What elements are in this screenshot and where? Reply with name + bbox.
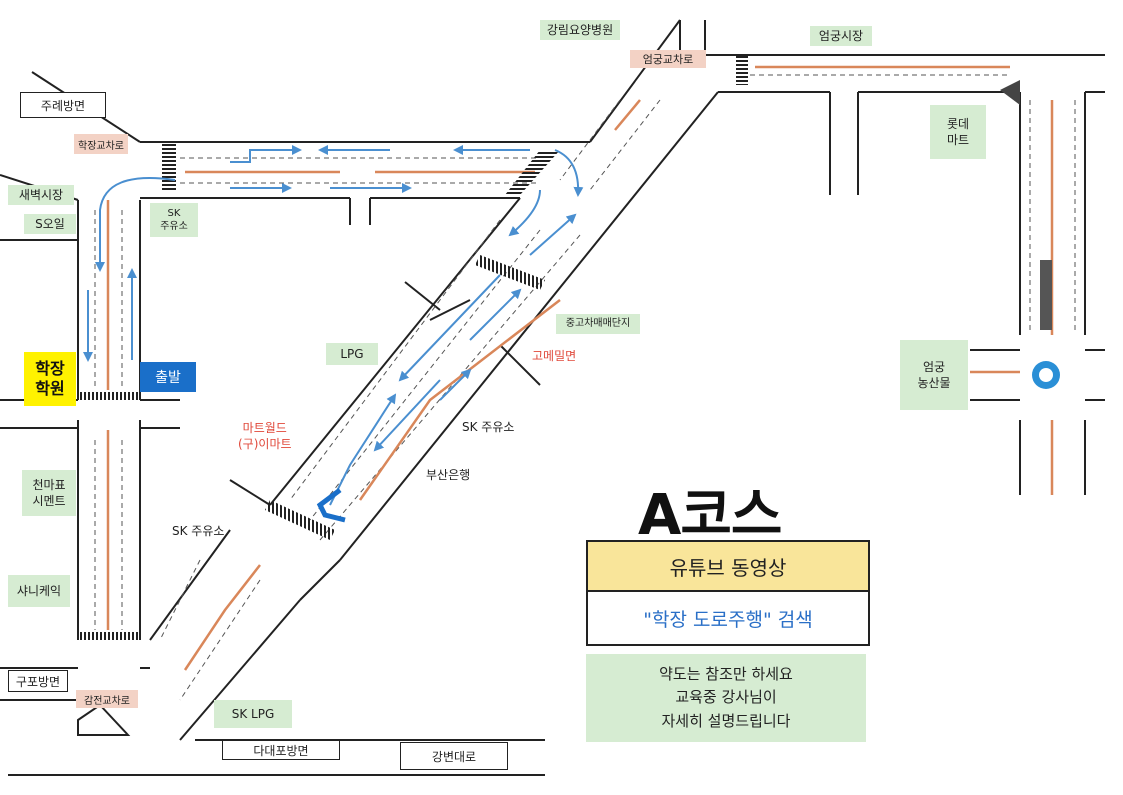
- depart-label: 출발: [140, 362, 196, 392]
- roundabout-icon: [1032, 361, 1060, 389]
- route-arrows: [83, 145, 584, 506]
- sk-top-line-1: SK: [167, 207, 181, 219]
- landmark-saebyeok: 새벽시장: [8, 185, 74, 205]
- farm-line-1: 엄궁: [922, 359, 946, 374]
- martworld-line-1: 마트월드: [242, 421, 287, 435]
- crosswalks: [78, 55, 1052, 640]
- landmark-cheonmapyo: 천마표 시멘트: [22, 470, 76, 516]
- note-line-3: 자세히 설명드립니다: [661, 711, 791, 730]
- intersection-hakjang: 학장교차로: [74, 134, 128, 154]
- label-martworld: 마트월드 (구)이마트: [238, 420, 292, 452]
- sk-top-line-2: 주유소: [160, 221, 188, 232]
- label-sk-station-low: SK 주유소: [172, 524, 225, 538]
- start-line-2: 학원: [35, 379, 65, 398]
- direction-dadaepo: 다대포방면: [222, 740, 340, 760]
- center-lines: [106, 65, 1054, 671]
- direction-gangbyeon: 강변대로: [400, 742, 508, 770]
- u-turn-arrow-icon: [316, 488, 346, 523]
- direction-gupo: 구포방면: [8, 670, 68, 692]
- lotte-line-1: 롯데: [946, 116, 970, 131]
- note-line-1: 약도는 참조만 하세요: [659, 665, 793, 684]
- landmark-sk-station-top: SK 주유소: [150, 203, 198, 237]
- course-title: A코스: [638, 483, 782, 548]
- youtube-info-box: 유튜브 동영상 "학장 도로주행" 검색: [586, 540, 870, 646]
- landmark-used-car: 중고차매매단지: [556, 314, 640, 334]
- note-line-2: 교육중 강사님이: [675, 688, 777, 707]
- direction-jurye: 주례방면: [20, 92, 106, 118]
- note-box: 약도는 참조만 하세요 교육중 강사님이 자세히 설명드립니다: [586, 654, 866, 742]
- landmark-gangrim: 강림요양병원: [540, 20, 620, 40]
- youtube-heading: 유튜브 동영상: [588, 542, 868, 592]
- landmark-lpg: LPG: [326, 343, 378, 365]
- landmark-s-oil: S오일: [24, 214, 76, 234]
- landmark-sk-lpg: SK LPG: [214, 700, 292, 728]
- label-gomemil: 고메밀면: [532, 349, 577, 363]
- cheonmapyo-line-1: 천마표: [32, 477, 66, 492]
- landmark-eomgung-market: 엄궁시장: [810, 26, 872, 46]
- farm-line-2: 농산물: [917, 376, 951, 390]
- label-busan-bank: 부산은행: [426, 468, 471, 482]
- youtube-search-text: "학장 도로주행" 검색: [643, 608, 813, 631]
- landmark-eomgung-farm: 엄궁 농산물: [900, 340, 968, 410]
- landmark-lotte-mart: 롯데 마트: [930, 105, 986, 159]
- intersection-eomgung: 엄궁교차로: [630, 50, 706, 68]
- label-sk-station-mid: SK 주유소: [462, 420, 515, 434]
- martworld-line-2: (구)이마트: [238, 437, 292, 452]
- lotte-line-2: 마트: [946, 133, 970, 147]
- start-line-1: 학장: [35, 359, 65, 378]
- intersection-gamjeon: 감전교차로: [76, 690, 138, 708]
- cheonmapyo-line-2: 시멘트: [32, 494, 66, 508]
- start-academy-label: 학장 학원: [24, 352, 76, 406]
- landmark-shinycake: 샤니케익: [8, 575, 70, 607]
